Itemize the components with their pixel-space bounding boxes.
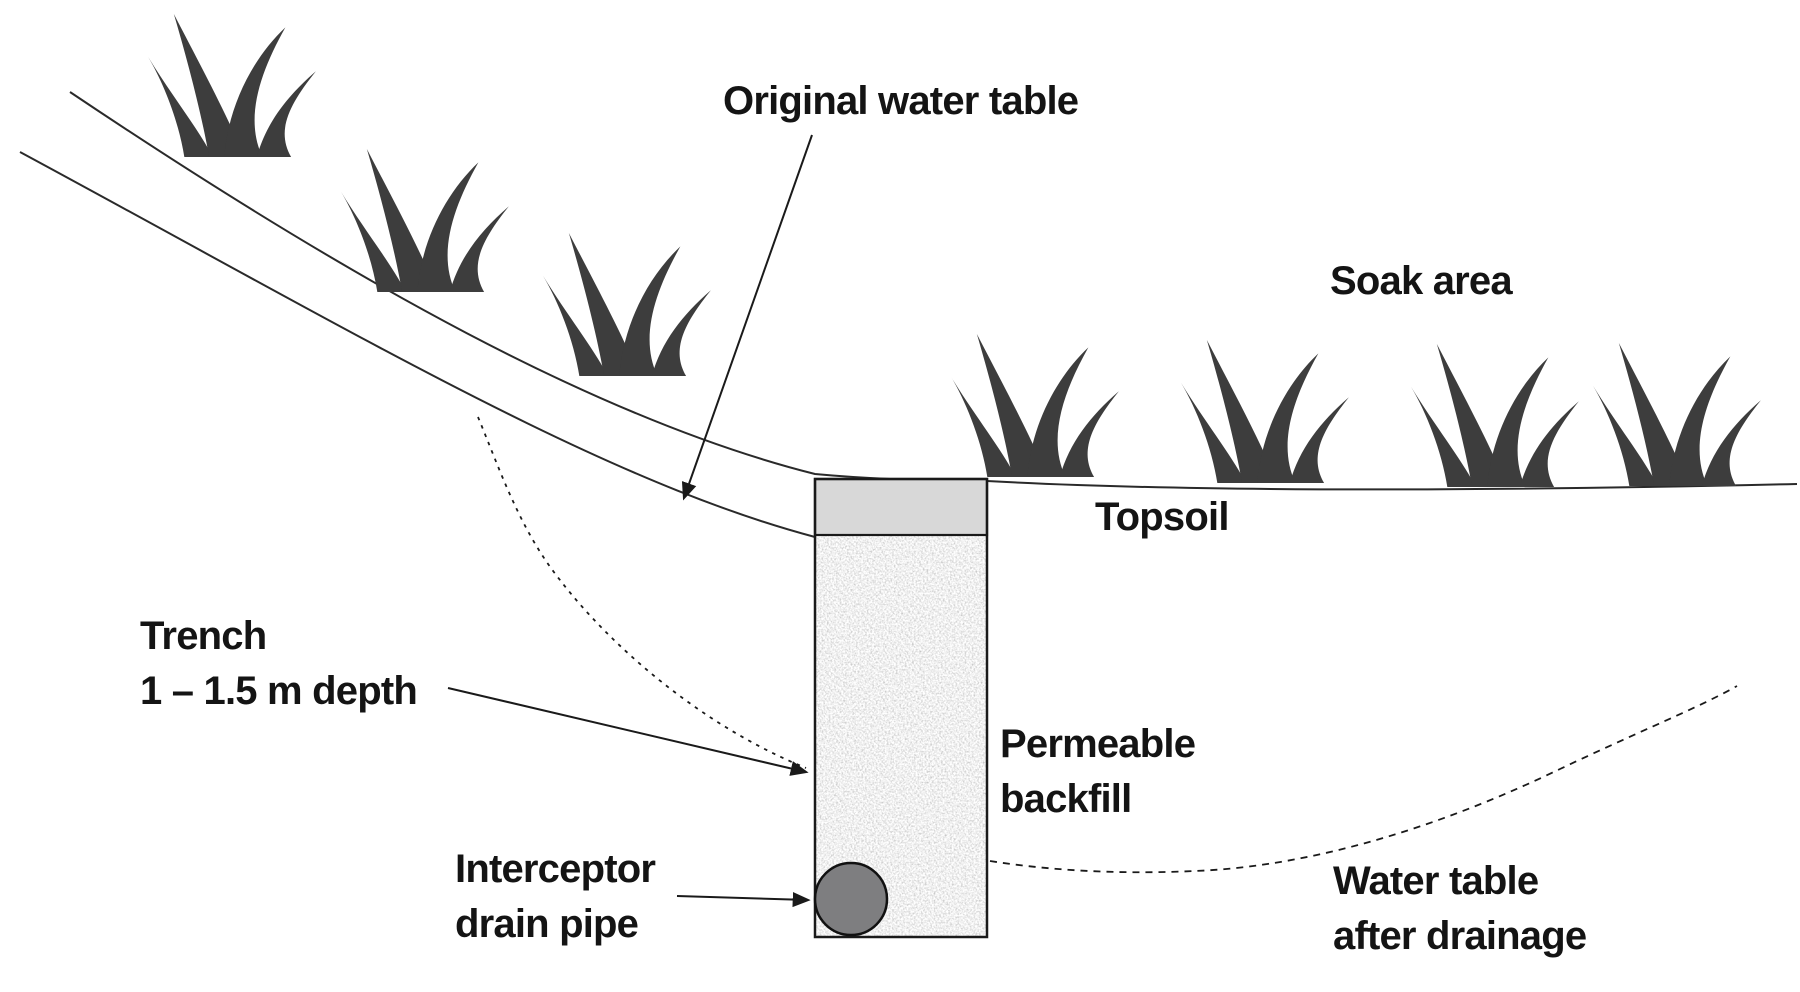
label-interceptor-line2: drain pipe bbox=[455, 902, 639, 946]
grass-tuft-icon bbox=[951, 334, 1119, 477]
original-water-table-line bbox=[19, 151, 816, 538]
label-soak-area: Soak area bbox=[1330, 259, 1513, 303]
label-permeable-line2: backfill bbox=[1000, 777, 1132, 821]
interceptor-pipe-arrow bbox=[676, 891, 811, 908]
label-trench-line1: Trench bbox=[140, 614, 267, 658]
grass-tuft-icon bbox=[148, 14, 316, 157]
label-water-after-line1: Water table bbox=[1333, 859, 1539, 903]
topsoil-band bbox=[813, 477, 989, 537]
grass-tuft-icon bbox=[543, 233, 711, 376]
trench-arrow bbox=[447, 687, 809, 776]
drawdown-curve-left bbox=[477, 416, 807, 769]
label-trench: Trench 1 – 1.5 m depth bbox=[140, 609, 418, 719]
label-water-table-after-drainage: Water table after drainage bbox=[1333, 854, 1587, 964]
grass-tuft-icon bbox=[1411, 344, 1579, 487]
label-original-water-table: Original water table bbox=[723, 79, 1079, 123]
grass-tuft-icon bbox=[1593, 343, 1761, 486]
ground-surface-line bbox=[69, 91, 1798, 491]
label-permeable-line1: Permeable bbox=[1000, 722, 1196, 766]
label-topsoil: Topsoil bbox=[1095, 495, 1229, 539]
grass-tuft-icon bbox=[341, 149, 509, 292]
interceptor-pipe bbox=[813, 861, 889, 937]
trench bbox=[813, 477, 989, 939]
original-water-table-arrow bbox=[681, 134, 813, 501]
trench-outline bbox=[813, 477, 989, 939]
label-trench-line2: 1 – 1.5 m depth bbox=[140, 669, 418, 713]
label-permeable-backfill: Permeable backfill bbox=[1000, 717, 1196, 827]
label-interceptor-line1: Interceptor bbox=[455, 847, 656, 891]
label-interceptor-drain-pipe: Interceptor drain pipe bbox=[455, 842, 656, 952]
label-water-after-line2: after drainage bbox=[1333, 914, 1587, 958]
grass-tuft-icon bbox=[1181, 340, 1349, 483]
